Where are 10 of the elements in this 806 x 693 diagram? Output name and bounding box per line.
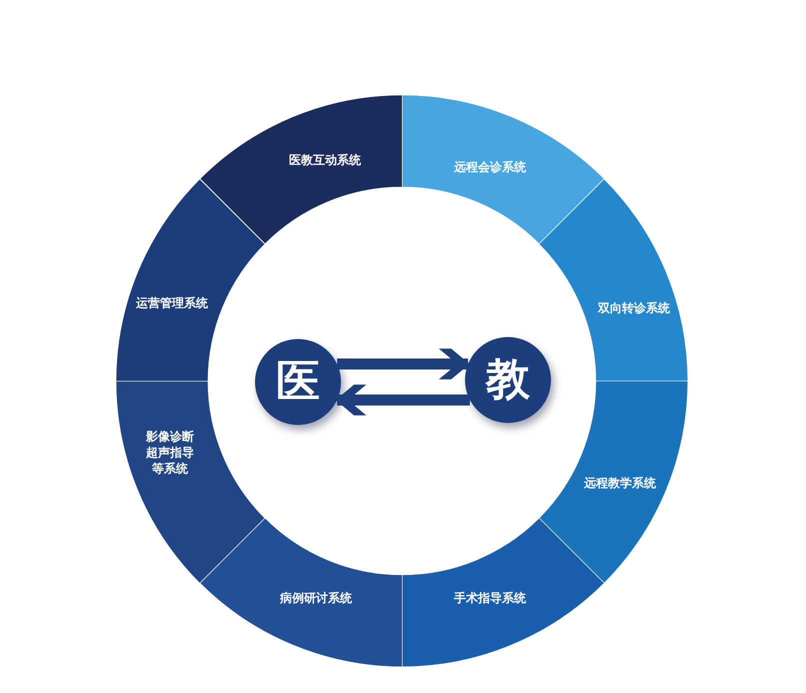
circle-label: 教 — [486, 358, 530, 402]
segment-label: 运营管理系统 — [135, 294, 209, 312]
segment-label: 病例研讨系统 — [278, 590, 353, 606]
segment-label: 远程会诊系统 — [453, 158, 527, 176]
segment-label: 双向转诊系统 — [596, 300, 671, 316]
segment-label: 手术指导系统 — [453, 590, 527, 606]
segment-label: 医教互动系统 — [288, 152, 362, 168]
segment-label: 远程教学系统 — [582, 474, 657, 492]
circle-label: 医 — [276, 360, 320, 404]
segment-label: 影像诊断超声指导等系统 — [145, 428, 195, 478]
